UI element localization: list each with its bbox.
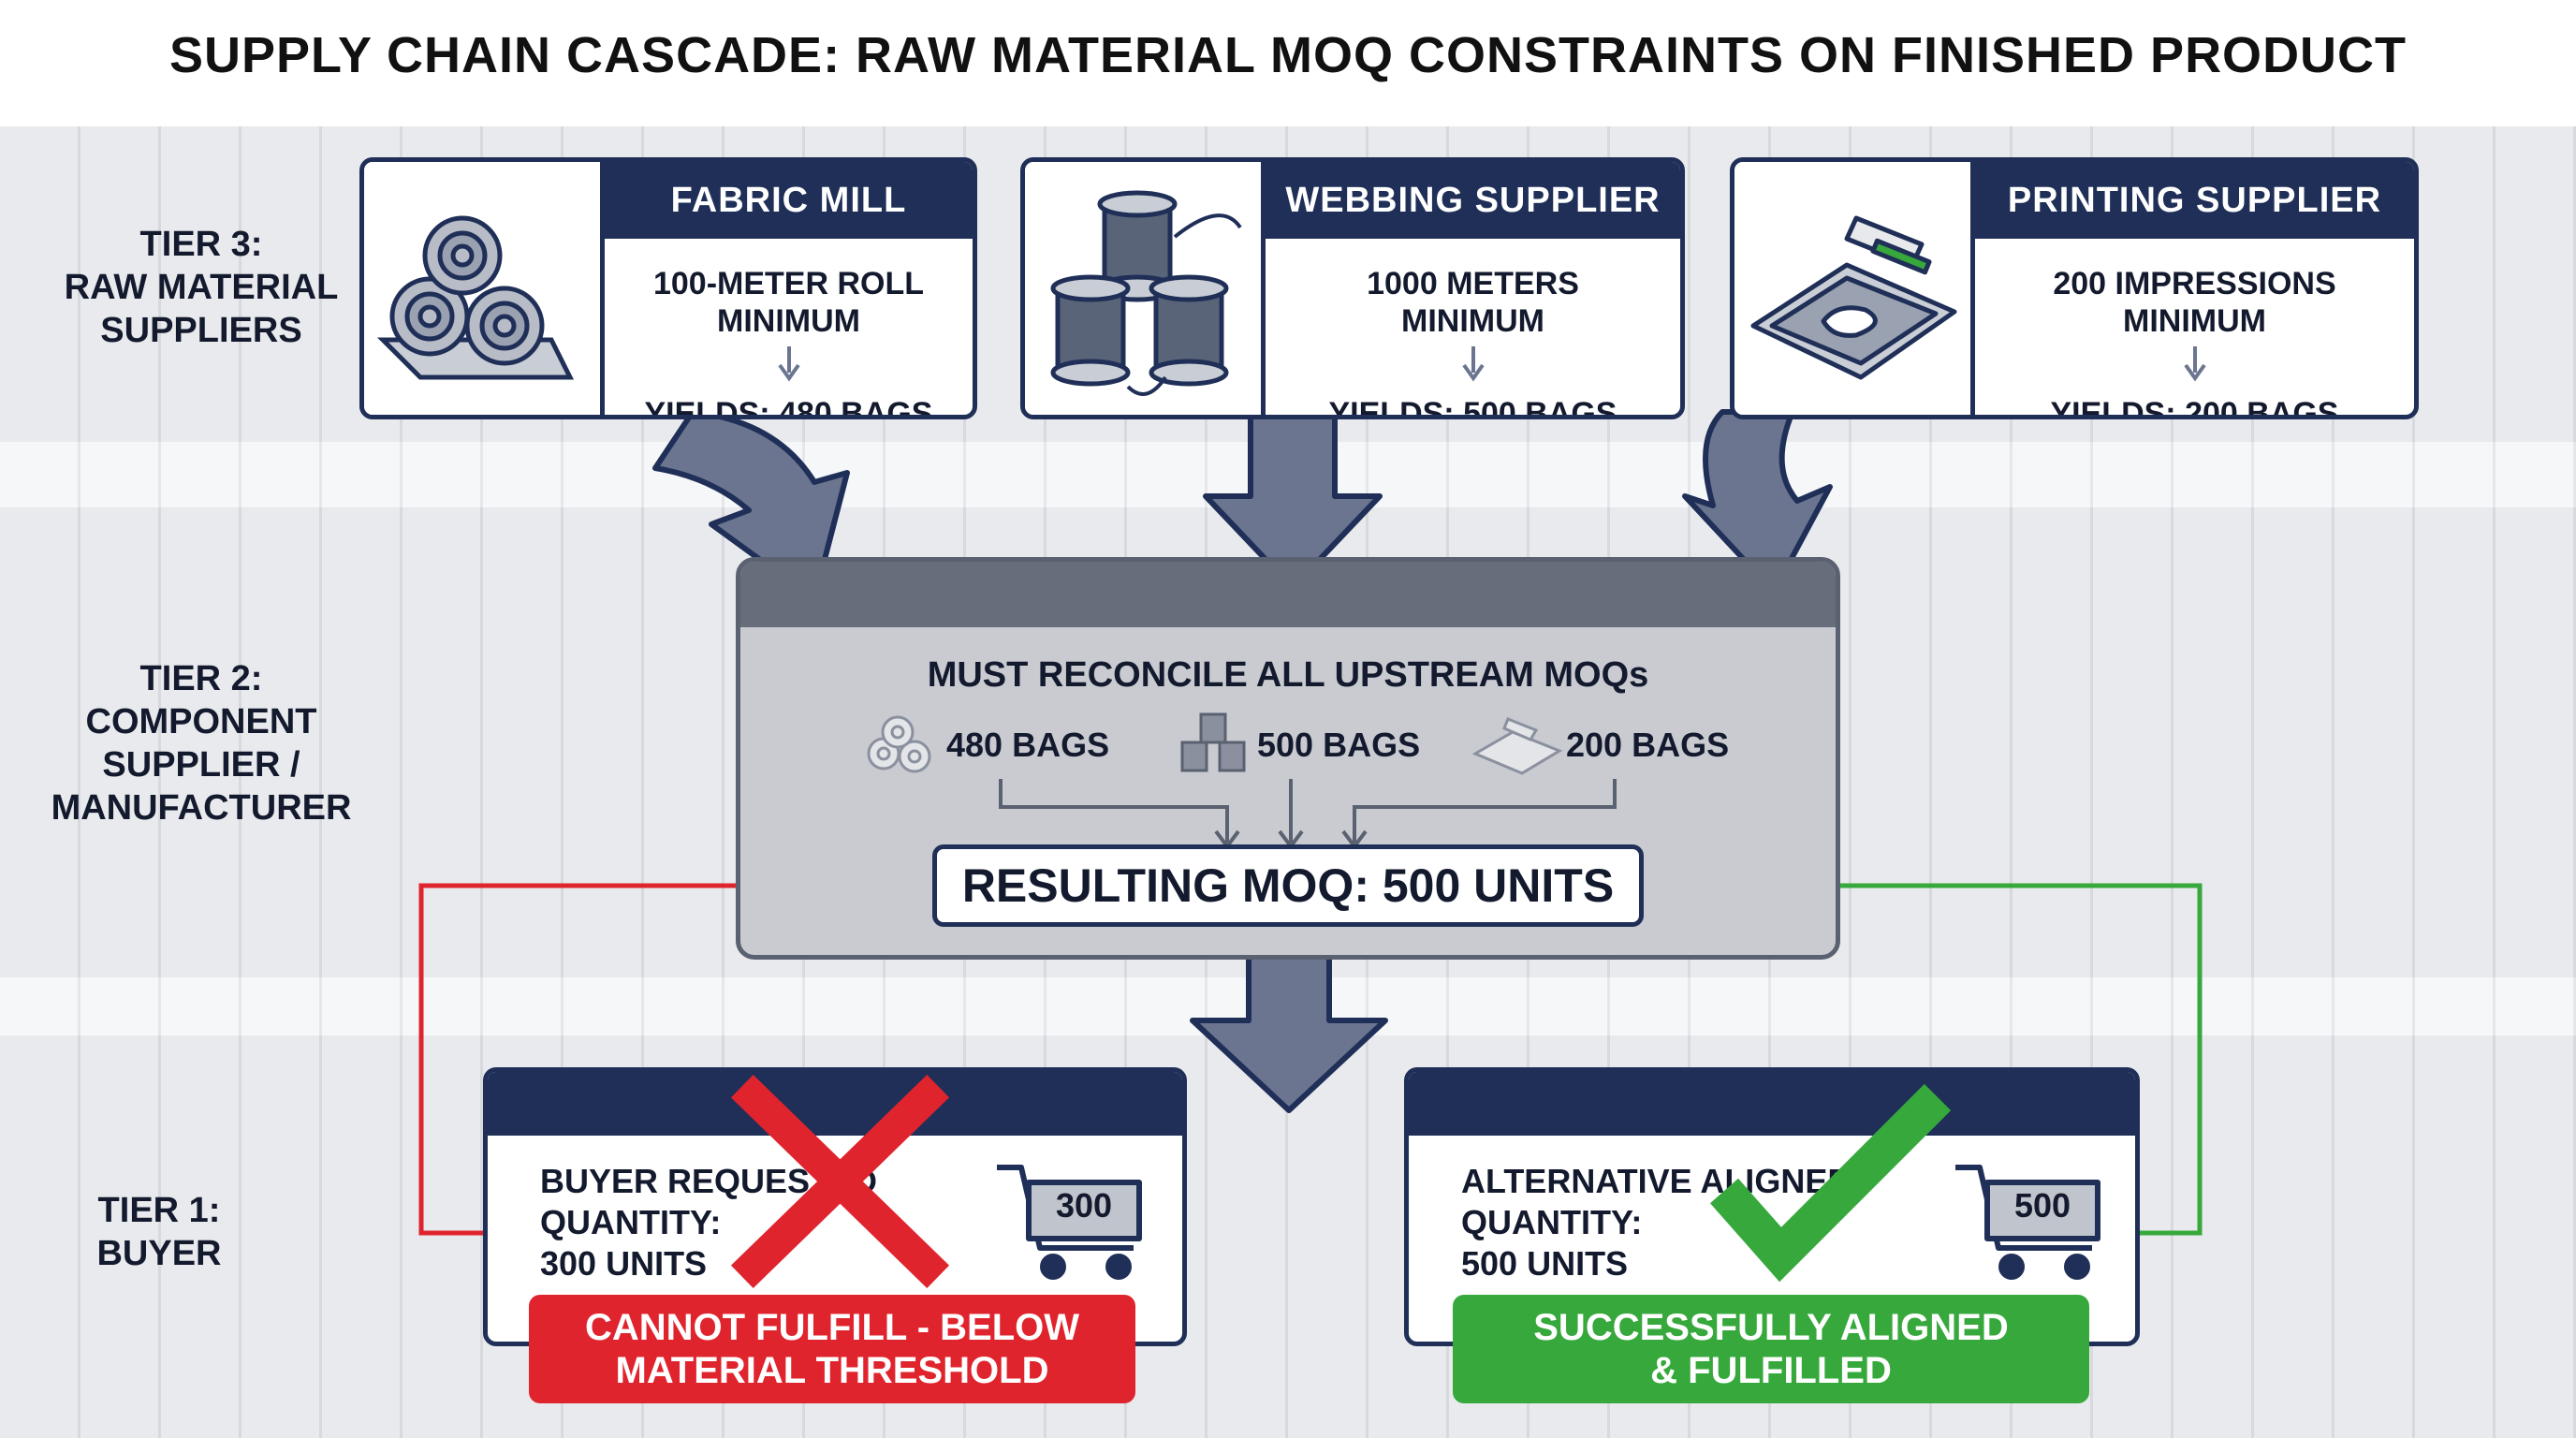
- supplier-yield: YIELDS: 480 BAGS: [644, 396, 933, 419]
- supplier-minimum: 1000 METERS MINIMUM: [1367, 266, 1579, 339]
- reconcile-panel: MUST RECONCILE ALL UPSTREAM MOQs 480 BAG…: [736, 557, 1840, 960]
- red-connector-line: [418, 883, 932, 1236]
- down-to-buyer-arrow: [1190, 952, 1388, 1113]
- supplier-yield: YIELDS: 500 BAGS: [1328, 396, 1617, 419]
- supplier-yield: YIELDS: 200 BAGS: [2050, 396, 2339, 419]
- buyer-card-header: [1409, 1072, 2135, 1136]
- reconcile-item-fabric: 480 BAGS: [946, 726, 1110, 764]
- reconcile-title: MUST RECONCILE ALL UPSTREAM MOQs: [927, 655, 1649, 695]
- tier3-label: TIER 3: RAW MATERIAL SUPPLIERS: [64, 225, 339, 350]
- title-band: [0, 0, 2576, 126]
- down-arrow-icon: [1461, 346, 1485, 382]
- supplier-card-printing: PRINTING SUPPLIER 200 IMPRESSIONS MINIMU…: [1730, 157, 2419, 419]
- status-cannot-fulfill: CANNOT FULFILL - BELOW MATERIAL THRESHOL…: [529, 1295, 1135, 1403]
- fabric-rolls-icon: [867, 715, 931, 773]
- screen-print-icon: [1471, 717, 1563, 775]
- thread-spools-icon: [1025, 162, 1266, 415]
- shopping-cart-icon: [1955, 1165, 2100, 1280]
- supplier-name: WEBBING SUPPLIER: [1266, 162, 1680, 239]
- down-arrow-icon: [2183, 346, 2206, 382]
- reconcile-item-webbing: 500 BAGS: [1257, 726, 1421, 764]
- merge-lines: [999, 779, 1617, 850]
- green-connector-line: [1644, 883, 2203, 1236]
- webbing-arrow: [1203, 409, 1383, 591]
- down-arrow-icon: [777, 346, 800, 382]
- supplier-name: FABRIC MILL: [605, 162, 973, 239]
- printing-arrow: [1682, 409, 1833, 594]
- cart-quantity: 500: [2013, 1186, 2071, 1225]
- thread-spools-icon: [1180, 712, 1246, 772]
- buyer-card-header: [488, 1072, 1182, 1136]
- buyer-aligned-text: ALTERNATIVE ALIGNED QUANTITY: 500 UNITS: [1461, 1162, 1852, 1283]
- reconcile-panel-header: [740, 562, 1836, 627]
- page-title: SUPPLY CHAIN CASCADE: RAW MATERIAL MOQ C…: [168, 27, 2408, 83]
- resulting-moq-box: RESULTING MOQ: 500 UNITS: [932, 844, 1644, 927]
- supplier-name: PRINTING SUPPLIER: [1975, 162, 2414, 239]
- cart-quantity: 300: [1055, 1186, 1113, 1225]
- supplier-minimum: 200 IMPRESSIONS MINIMUM: [2053, 266, 2336, 339]
- tier1-band: [0, 1035, 2576, 1438]
- tier2-label: TIER 2: COMPONENT SUPPLIER / MANUFACTURE…: [51, 659, 352, 828]
- fabric-rolls-icon: [364, 162, 605, 415]
- supplier-card-webbing: WEBBING SUPPLIER 1000 METERS MINIMUM YIE…: [1020, 157, 1685, 419]
- screen-print-icon: [1734, 162, 1975, 415]
- status-successfully-aligned: SUCCESSFULLY ALIGNED & FULFILLED: [1453, 1295, 2089, 1403]
- supplier-minimum: 100-METER ROLL MINIMUM: [652, 266, 925, 339]
- supplier-card-fabric-mill: FABRIC MILL 100-METER ROLL MINIMUM YIELD…: [359, 157, 977, 419]
- buyer-requested-text: BUYER REQUESTED QUANTITY: 300 UNITS: [540, 1162, 878, 1283]
- tier1-label: TIER 1: BUYER: [96, 1191, 222, 1273]
- fabric-arrow: [652, 409, 850, 602]
- shopping-cart-icon: [997, 1165, 1142, 1280]
- reconcile-item-printing: 200 BAGS: [1566, 726, 1730, 764]
